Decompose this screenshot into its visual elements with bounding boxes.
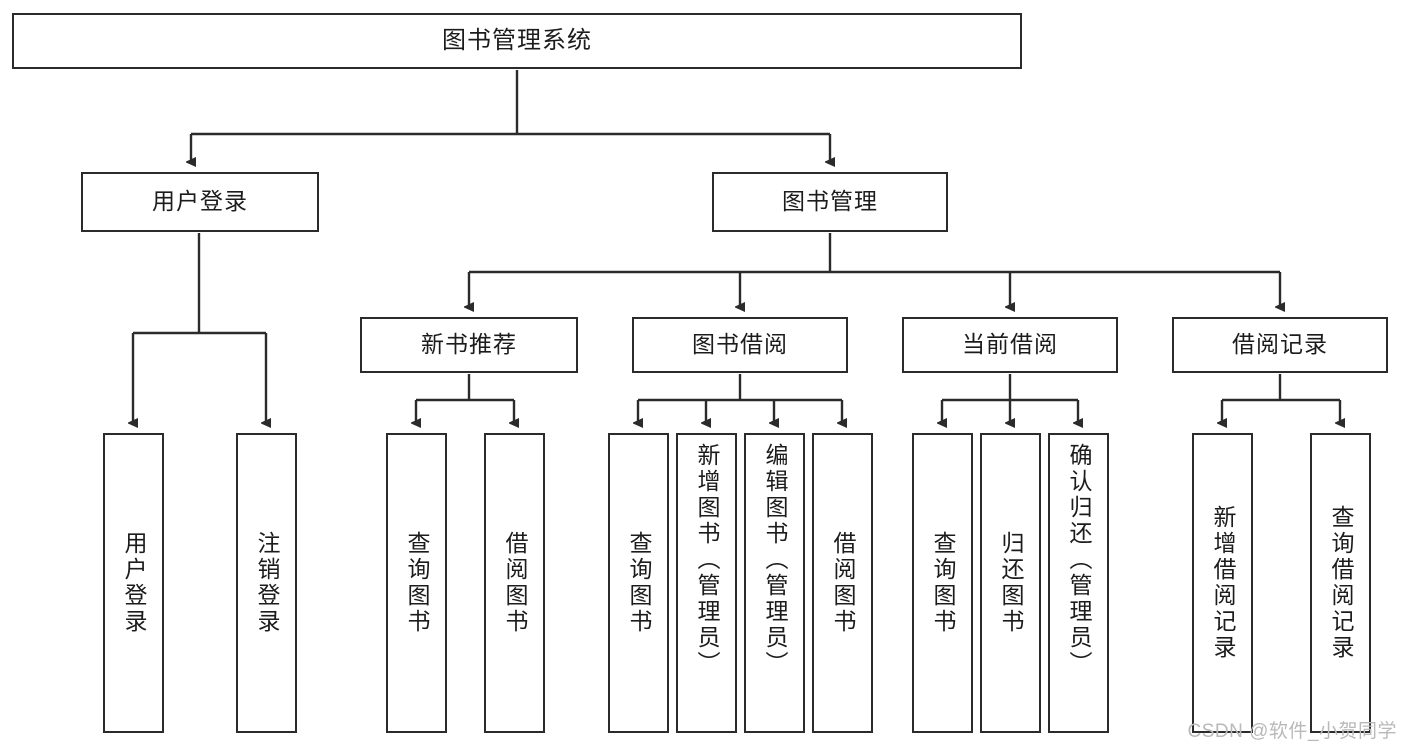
node-root[interactable]: 图书管理系统: [12, 13, 1022, 69]
leaf-borrow-record-1[interactable]: 新增借阅记录: [1192, 433, 1253, 733]
node-current-borrow-label: 当前借阅: [962, 331, 1058, 358]
node-new-book-recommend[interactable]: 新书推荐: [360, 317, 578, 373]
node-book-manage-label: 图书管理: [782, 188, 878, 215]
leaf-book-borrow-1-label: 查询图书: [626, 531, 652, 635]
leaf-new-book-2-label: 借阅图书: [502, 531, 528, 635]
leaf-user-login-2[interactable]: 注销登录: [236, 433, 297, 733]
leaf-user-login-1[interactable]: 用户登录: [103, 433, 164, 733]
leaf-book-borrow-4[interactable]: 借阅图书: [812, 433, 873, 733]
leaf-book-borrow-2[interactable]: 新增图书（管理员）: [676, 433, 737, 733]
leaf-book-borrow-2-label: 新增图书（管理员）: [694, 443, 720, 677]
leaf-current-borrow-1[interactable]: 查询图书: [912, 433, 973, 733]
leaf-new-book-1[interactable]: 查询图书: [386, 433, 447, 733]
leaf-book-borrow-3[interactable]: 编辑图书（管理员）: [744, 433, 805, 733]
node-book-manage[interactable]: 图书管理: [712, 172, 948, 232]
leaf-new-book-2[interactable]: 借阅图书: [484, 433, 545, 733]
leaf-current-borrow-3[interactable]: 确认归还（管理员）: [1048, 433, 1109, 733]
node-new-book-recommend-label: 新书推荐: [421, 331, 517, 358]
leaf-user-login-2-label: 注销登录: [254, 531, 280, 635]
node-borrow-record[interactable]: 借阅记录: [1172, 317, 1388, 373]
leaf-new-book-1-label: 查询图书: [404, 531, 430, 635]
leaf-current-borrow-1-label: 查询图书: [930, 531, 956, 635]
leaf-current-borrow-2-label: 归还图书: [998, 531, 1024, 635]
watermark: CSDN @软件_小贺同学: [1187, 721, 1397, 742]
leaf-borrow-record-1-label: 新增借阅记录: [1210, 505, 1236, 661]
node-user-login-label: 用户登录: [152, 188, 248, 215]
leaf-current-borrow-3-label: 确认归还（管理员）: [1066, 443, 1092, 677]
leaf-current-borrow-2[interactable]: 归还图书: [980, 433, 1041, 733]
leaf-user-login-1-label: 用户登录: [121, 531, 147, 635]
node-book-borrow[interactable]: 图书借阅: [632, 317, 848, 373]
node-borrow-record-label: 借阅记录: [1232, 331, 1328, 358]
leaf-book-borrow-4-label: 借阅图书: [830, 531, 856, 635]
node-user-login[interactable]: 用户登录: [81, 172, 319, 232]
leaf-book-borrow-3-label: 编辑图书（管理员）: [762, 443, 788, 677]
node-current-borrow[interactable]: 当前借阅: [902, 317, 1118, 373]
leaf-borrow-record-2-label: 查询借阅记录: [1328, 505, 1354, 661]
node-book-borrow-label: 图书借阅: [692, 331, 788, 358]
leaf-book-borrow-1[interactable]: 查询图书: [608, 433, 669, 733]
leaf-borrow-record-2[interactable]: 查询借阅记录: [1310, 433, 1371, 733]
node-root-label: 图书管理系统: [442, 26, 592, 54]
